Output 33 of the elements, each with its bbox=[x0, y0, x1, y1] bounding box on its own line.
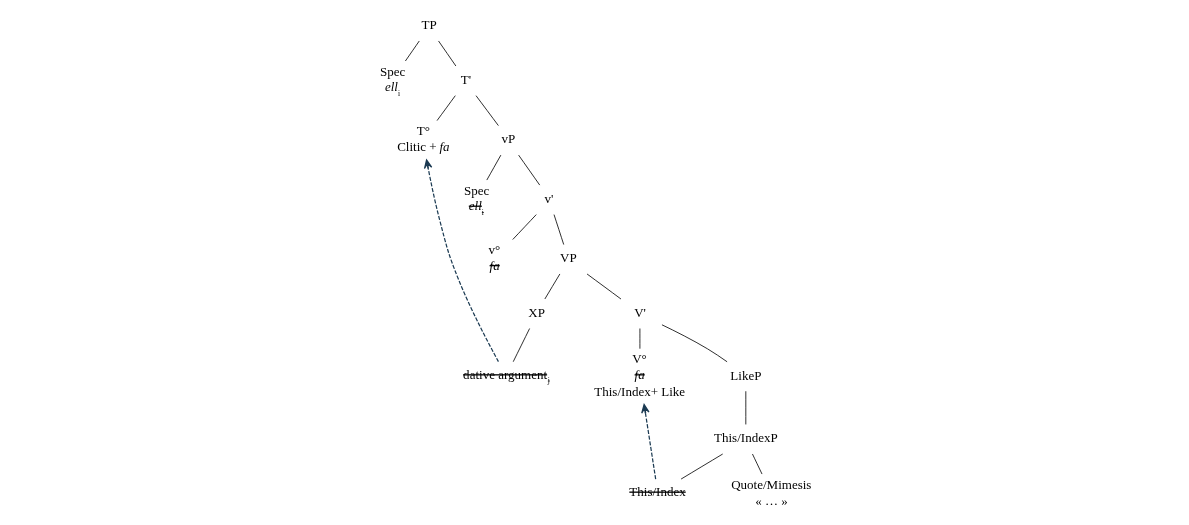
connector bbox=[486, 154, 502, 181]
connector bbox=[544, 273, 561, 300]
node-text: This/Index bbox=[629, 484, 686, 500]
node-text: XP bbox=[528, 304, 545, 320]
node-text: Spec ell$_{i}$ bbox=[463, 182, 490, 217]
connector bbox=[438, 40, 457, 67]
node-text: T' bbox=[460, 71, 471, 87]
node-text: TP bbox=[421, 17, 437, 33]
connector bbox=[512, 328, 530, 363]
node-text: Quote/Mimesis « … » bbox=[731, 476, 812, 509]
connector bbox=[405, 40, 420, 62]
node-text: v° fa bbox=[488, 242, 501, 273]
connector bbox=[475, 95, 499, 126]
node-text: This/IndexP bbox=[714, 430, 778, 446]
connector bbox=[586, 273, 622, 300]
connector bbox=[752, 453, 763, 475]
connector bbox=[518, 154, 541, 186]
node-text: Spec ell$_{i}$ bbox=[380, 63, 406, 98]
arrow bbox=[423, 159, 500, 363]
node-text: V' bbox=[634, 304, 646, 320]
connector bbox=[436, 95, 456, 121]
connector bbox=[661, 324, 728, 363]
connector bbox=[512, 214, 537, 240]
connector bbox=[553, 214, 565, 245]
node-text: vP bbox=[501, 131, 516, 147]
connector bbox=[680, 453, 724, 480]
node-text: v' bbox=[544, 190, 554, 206]
node-text: T° Clitic + fa bbox=[397, 123, 450, 154]
node-text: V° fa This/Index+ Like bbox=[594, 351, 686, 399]
node-text: LikeP bbox=[730, 367, 762, 383]
arrow bbox=[641, 403, 657, 480]
node-text: dative argument$_{j}$ bbox=[463, 366, 550, 386]
node-text: VP bbox=[560, 250, 577, 266]
